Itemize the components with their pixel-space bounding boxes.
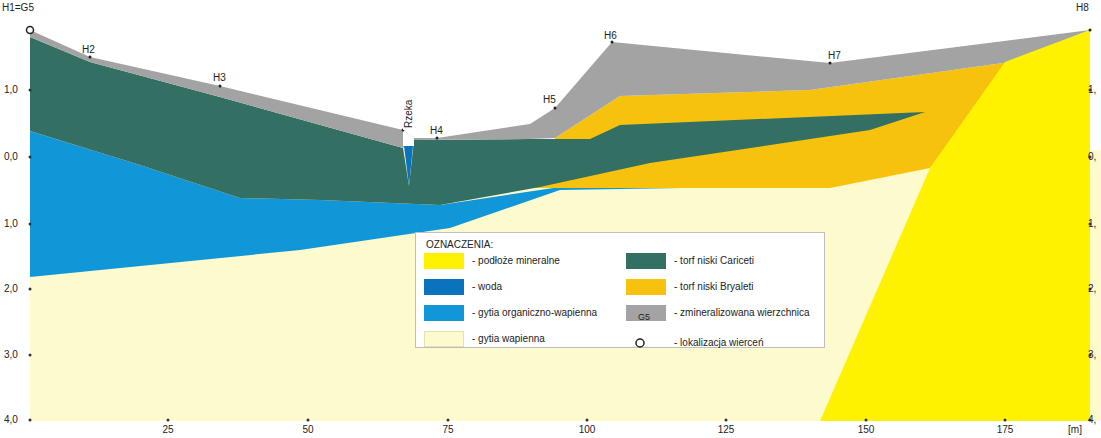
borehole-label: H3 (213, 72, 226, 84)
water (404, 146, 413, 186)
legend-swatch (424, 279, 464, 295)
mineralized-topsoil (30, 30, 1090, 148)
borehole-label: H2 (82, 44, 95, 56)
distance-label: 100 (579, 424, 596, 436)
borehole-label: H6 (604, 30, 617, 42)
distance-label: 175 (997, 424, 1014, 436)
borehole-label: H8 (1076, 2, 1089, 14)
legend-box: OZNACZENIA: - podłoże mineralne - woda - gy… (415, 232, 825, 348)
depth-label: 4,0 (4, 414, 18, 426)
depth-label: 2,0 (4, 283, 18, 295)
legend-text: - zmineralizowana wierzchnica (674, 307, 810, 319)
legend-symbol (626, 333, 666, 353)
legend-text: - torf niski Cariceti (674, 255, 754, 267)
borehole-label: H4 (430, 125, 443, 137)
borehole-points (89, 29, 1092, 140)
depth-label: 0,0 (4, 151, 18, 163)
legend-text: - torf niski Bryaleti (674, 281, 753, 293)
legend-text: - lokalizacja wierceń (674, 337, 763, 349)
depth-label: 1, (1088, 84, 1096, 96)
axis-ticks (29, 89, 1092, 422)
depth-label: 1,0 (4, 84, 18, 96)
distance-label: [m] (1068, 424, 1082, 436)
legend-text: - podłoże mineralne (472, 255, 560, 267)
depth-label: 1, (1088, 218, 1096, 230)
depth-label: 3, (1088, 349, 1096, 361)
distance-label: 150 (858, 424, 875, 436)
legend-heading: OZNACZENIA: (426, 239, 824, 250)
distance-label: 50 (302, 424, 313, 436)
legend-swatch (424, 253, 464, 269)
borehole-label: H7 (828, 50, 841, 62)
legend-swatch (424, 331, 464, 347)
depth-label: 4, (1088, 414, 1096, 426)
depth-label: 2, (1088, 283, 1096, 295)
distance-label: 75 (442, 424, 453, 436)
river-label: Rzeka (403, 98, 415, 130)
borehole-label: H5 (543, 94, 556, 106)
depth-label: 3,0 (4, 349, 18, 361)
depth-label: 0, (1088, 151, 1096, 163)
mineral-substrate (820, 30, 1090, 421)
river-channel (403, 130, 414, 146)
legend-symbol-label: G5 (638, 311, 650, 323)
legend-text: - gytia wapienna (472, 333, 545, 345)
distance-label: 25 (162, 424, 173, 436)
ground (0, 421, 1101, 438)
legend-swatch (424, 305, 464, 321)
legend-text: - gytia organiczno-wapienna (472, 307, 597, 319)
legend-swatch (626, 253, 666, 269)
borehole-circle (27, 27, 34, 34)
depth-label: 1,0 (4, 218, 18, 230)
legend-swatch (626, 279, 666, 295)
borehole-label: H1=G5 (2, 2, 34, 14)
legend-text: - woda (472, 281, 502, 293)
distance-label: 125 (718, 424, 735, 436)
